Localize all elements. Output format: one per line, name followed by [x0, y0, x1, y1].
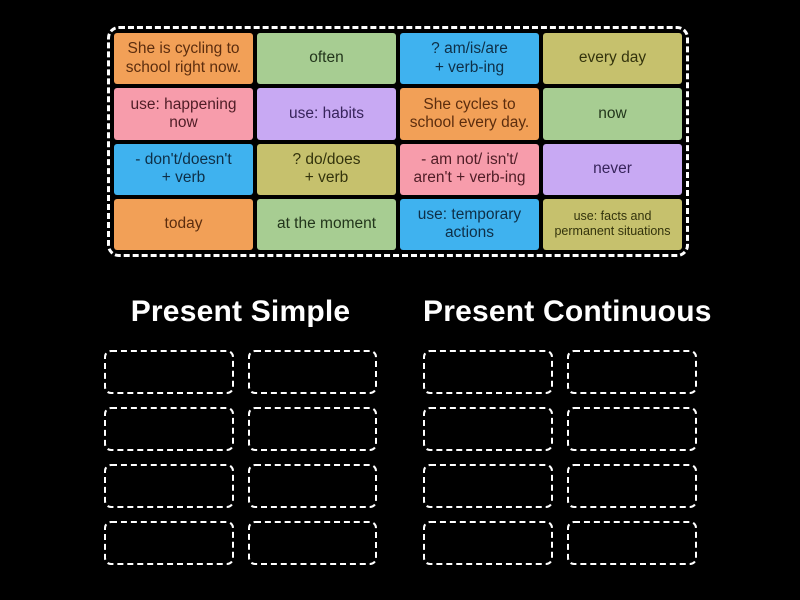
tile-label: use: temporary actions [417, 206, 522, 242]
drop-slot-0-1[interactable] [247, 350, 377, 394]
tile-label: She is cycling to school right now. [125, 40, 242, 76]
tile-11[interactable]: never [543, 143, 682, 195]
drop-slot-1-7[interactable] [567, 521, 697, 565]
tile-label: - don't/doesn't + verb [135, 150, 232, 187]
slot-grid-present-continuous [423, 350, 697, 565]
tile-label: use: habits [289, 104, 364, 122]
drop-slot-0-7[interactable] [247, 521, 377, 565]
tile-label: now [598, 104, 627, 122]
drop-slot-0-2[interactable] [104, 407, 234, 451]
tile-10[interactable]: - am not/ isn't/ aren't + verb-ing [400, 143, 539, 195]
drop-slot-0-0[interactable] [104, 350, 234, 394]
tile-7[interactable]: now [543, 88, 682, 140]
drop-slot-0-5[interactable] [247, 464, 377, 508]
drop-slot-1-6[interactable] [423, 521, 553, 565]
tile-15[interactable]: use: facts and permanent situations [543, 198, 682, 250]
tile-8[interactable]: - don't/doesn't + verb [114, 143, 253, 195]
group-present-simple: Present Simple [104, 292, 377, 565]
group-title-present-simple: Present Simple [130, 295, 351, 328]
group-title-present-continuous: Present Continuous [423, 295, 712, 328]
tile-4[interactable]: use: happening now [114, 88, 253, 140]
drop-slot-1-0[interactable] [423, 350, 553, 394]
tile-label: ? do/does + verb [292, 150, 361, 187]
drop-slot-0-3[interactable] [247, 407, 377, 451]
tile-14[interactable]: use: temporary actions [400, 198, 539, 250]
drop-slot-0-6[interactable] [104, 521, 234, 565]
drop-slot-1-2[interactable] [423, 407, 553, 451]
tile-label: use: happening now [130, 95, 237, 131]
drop-slot-1-4[interactable] [423, 464, 553, 508]
slot-grid-present-simple [104, 350, 377, 565]
tile-label: every day [578, 49, 647, 67]
tile-5[interactable]: use: habits [257, 88, 396, 140]
drop-slot-1-1[interactable] [567, 350, 697, 394]
tile-9[interactable]: ? do/does + verb [257, 143, 396, 195]
tile-label: - am not/ isn't/ aren't + verb-ing [413, 150, 526, 187]
tile-3[interactable]: every day [543, 33, 682, 85]
tile-label: today [164, 215, 203, 233]
tile-label: never [593, 159, 632, 177]
tile-1[interactable]: often [257, 33, 396, 85]
group-present-continuous: Present Continuous [423, 292, 712, 565]
tile-label: often [309, 49, 344, 67]
tile-label: ? am/is/are + verb-ing [431, 40, 508, 76]
tile-label: at the moment [276, 215, 377, 233]
tile-0[interactable]: She is cycling to school right now. [114, 33, 253, 85]
drop-slot-1-3[interactable] [567, 407, 697, 451]
tile-label: She cycles to school every day. [409, 95, 530, 131]
drop-slot-1-5[interactable] [567, 464, 697, 508]
tile-6[interactable]: She cycles to school every day. [400, 88, 539, 140]
tile-label: use: facts and permanent situations [554, 209, 671, 239]
drop-slot-0-4[interactable] [104, 464, 234, 508]
tile-13[interactable]: at the moment [257, 198, 396, 250]
tile-12[interactable]: today [114, 198, 253, 250]
tile-2[interactable]: ? am/is/are + verb-ing [400, 33, 539, 85]
tile-pool: She is cycling to school right now. ofte… [107, 26, 689, 257]
